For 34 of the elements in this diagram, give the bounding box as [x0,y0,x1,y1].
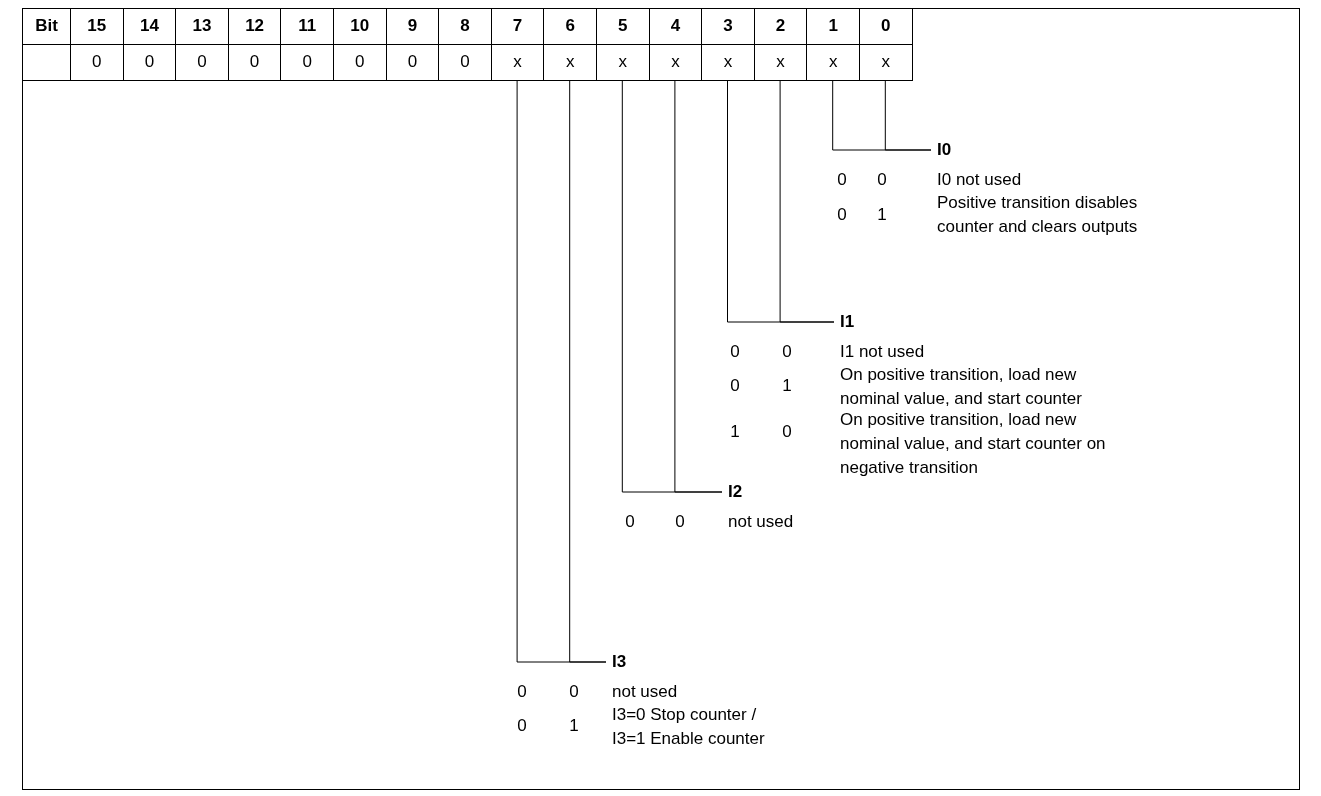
bit-value: 0 [624,511,636,533]
leader-line [674,80,723,493]
value-cell: x [859,44,913,81]
description-text: not used [728,511,795,533]
description-text: not used [612,681,679,703]
input-heading: I2 [728,480,743,504]
bit-value: 0 [729,375,741,397]
input-heading: I3 [612,650,627,674]
bit-value: 0 [781,341,793,363]
bit-value: 1 [568,715,580,737]
description-text: On positive transition, load new nominal value, and start counter [840,364,1083,410]
leader-line [569,80,607,663]
input-heading: I1 [840,310,855,334]
bit-value: 1 [729,421,741,443]
bit-value: 0 [674,511,686,533]
description-text: I3=0 Stop counter / I3=1 Enable counter [612,704,766,750]
bit-value: 1 [876,204,888,226]
bit-value: 0 [568,681,580,703]
bit-value: 0 [516,681,528,703]
leader-line [779,80,835,323]
bit-value: 0 [781,421,793,443]
bit-value: 0 [876,169,888,191]
description-text: I0 not used [937,169,1023,191]
value-cell: 0 [70,44,124,81]
description-text: Positive transition disables counter and clears outputs [937,192,1139,238]
bit-value: 0 [836,169,848,191]
description-text: I1 not used [840,341,926,363]
bit-value: 0 [729,341,741,363]
bit-value: 0 [836,204,848,226]
leader-line [884,80,932,151]
input-heading: I0 [937,138,952,162]
description-text: On positive transition, load new nominal value, and start counter on negative transition [840,409,1107,479]
bit-value: 0 [516,715,528,737]
bit-value: 1 [781,375,793,397]
